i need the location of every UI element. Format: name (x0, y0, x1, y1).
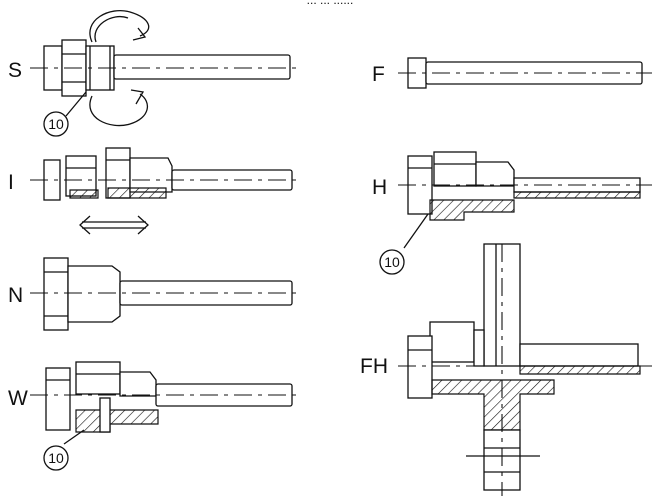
rotation-arrow-top-icon (89, 10, 150, 43)
callout-h-label: 10 (384, 254, 400, 270)
variant-h-label: H (372, 176, 387, 199)
variant-i-label: I (8, 171, 14, 194)
slide-arrow-icon (79, 215, 149, 235)
top-caption: ... ... ...... (307, 0, 354, 7)
variant-f-label: F (372, 63, 385, 86)
variant-n-label: N (8, 284, 23, 307)
variant-h-drawing: H 10 (372, 151, 652, 275)
variant-w-drawing: W 10 (8, 361, 300, 471)
callout-h-circle (379, 249, 405, 275)
variant-s-label: S (8, 59, 22, 82)
variant-n-drawing: N (8, 257, 300, 331)
callout-s-circle (43, 111, 69, 137)
variant-s-drawing: S 10 (8, 10, 300, 137)
variant-fh-label: FH (360, 355, 388, 378)
variant-i-drawing: I (8, 147, 300, 235)
callout-w-circle (43, 445, 69, 471)
callout-s-label: 10 (48, 116, 64, 132)
variant-f-drawing: F (372, 57, 652, 89)
variant-w-label: W (8, 387, 28, 410)
callout-w-label: 10 (48, 450, 64, 466)
rotation-arrow-bottom-icon (89, 93, 149, 127)
variant-fh-drawing: FH (360, 243, 652, 496)
